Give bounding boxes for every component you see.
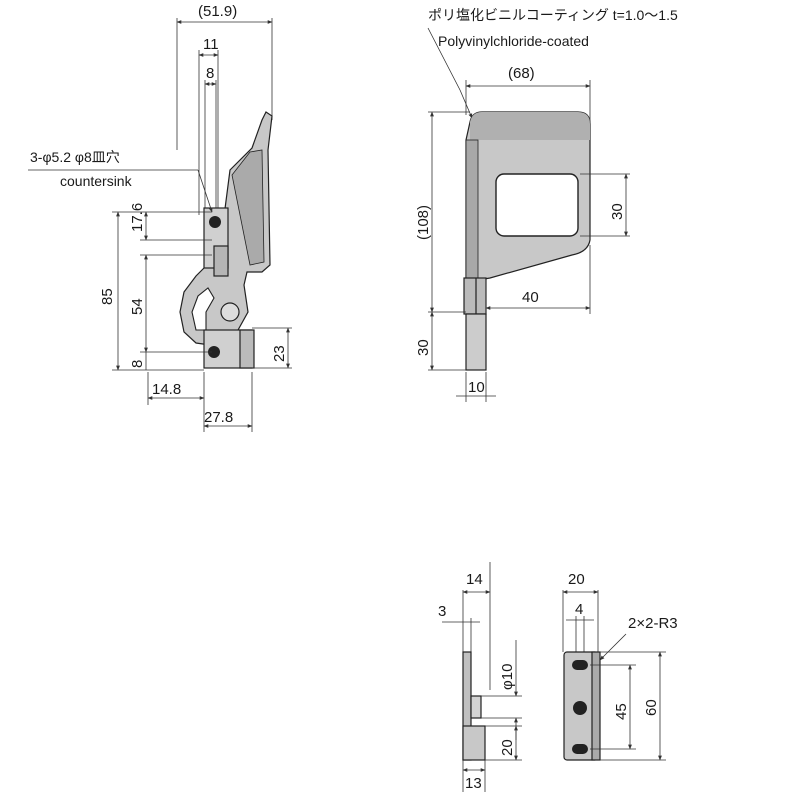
mounting-hole-top [209,216,221,228]
dim-8-bottom: 8 [129,360,146,368]
keeper-side-view: 14 3 φ10 20 13 [438,562,522,792]
dim-11: 11 [203,36,219,53]
dim-30-window: 30 [609,203,626,220]
latch-body [179,111,273,369]
dim-27-8: 27.8 [204,409,233,426]
keeper-side-body [462,651,486,761]
dim-40: 40 [522,289,539,306]
dim-8-top: 8 [206,65,214,82]
keeper-front-view: 20 4 2×2-R3 45 60 [562,571,678,761]
latch-side-view: 3-φ5.2 φ8皿穴 countersink 17.6 85 54 8 23 … [28,3,292,432]
keeper-front-body [563,651,601,761]
latch-front-view: ポリ塩化ビニルコーティング t=1.0〜1.5 Polyvinylchlorid… [415,7,678,402]
keeper-dim-3: 3 [438,603,446,620]
keeper-dim-45: 45 [613,703,630,720]
latch-front-body [463,111,591,371]
mounting-hole-bottom [208,346,220,358]
keeper-dim-20: 20 [499,739,516,756]
keeper-slot-note: 2×2-R3 [628,615,678,632]
keeper-dim-60: 60 [643,699,660,716]
keeper-dim-phi10: φ10 [499,664,516,690]
pivot-bolt [220,302,240,322]
keeper-dim-14: 14 [466,571,483,588]
dim-10: 10 [468,379,485,396]
keeper-front-dim-4: 4 [575,601,583,618]
dim-17-6: 17.6 [129,203,146,232]
dim-85: 85 [99,288,116,305]
coating-note-en: Polyvinylchloride-coated [438,33,589,49]
dim-23: 23 [271,345,288,362]
dim-108: (108) [415,205,432,240]
hole-note: 3-φ5.2 φ8皿穴 [30,149,120,165]
keeper-dim-13: 13 [465,775,482,792]
hole-note-en: countersink [60,173,133,189]
dim-14-8: 14.8 [152,381,181,398]
dim-54: 54 [129,298,146,315]
dim-30-tail: 30 [415,339,432,356]
dim-68: (68) [508,65,535,82]
dim-overall-width: (51.9) [198,3,237,20]
coating-note: ポリ塩化ビニルコーティング t=1.0〜1.5 [428,7,678,23]
keeper-front-dim-20: 20 [568,571,585,588]
